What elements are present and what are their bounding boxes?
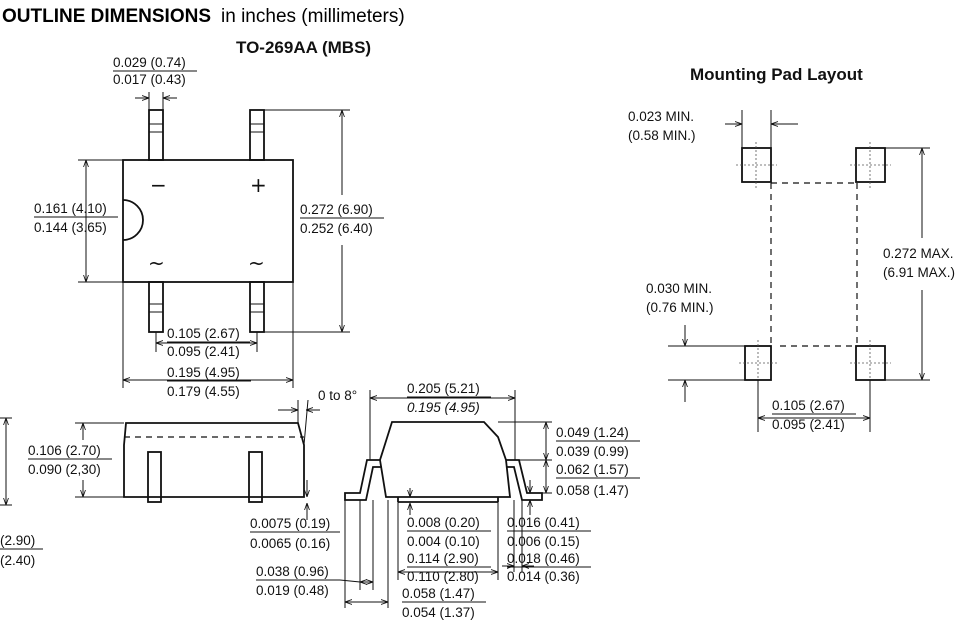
top-height-max-label: 0.049 (1.24) [556, 425, 629, 440]
lead-width-min-label: 0.017 (0.43) [113, 72, 186, 87]
standoff-max-label: 0.008 (0.20) [407, 515, 480, 530]
package-title: TO-269AA (MBS) [236, 38, 371, 57]
lead-bottom-right [249, 281, 265, 333]
foot-min-label: 0.019 (0.48) [256, 583, 329, 598]
overall-height-min-label: 0.252 (6.40) [300, 221, 373, 236]
minus-symbol: − [150, 173, 167, 197]
standoff-min-label: 0.004 (0.10) [407, 534, 480, 549]
top-view: − + ~ ~ 0.029 (0.74) 0.017 (0.43) 0.161 … [34, 55, 384, 399]
end-width-min-label: 0.195 (4.95) [407, 400, 480, 415]
title-text: OUTLINE DIMENSIONS in inches (millimeter… [2, 6, 405, 27]
overall-height-max-label: 0.272 (6.90) [300, 202, 373, 217]
pad-width-line2: (0.58 MIN.) [628, 128, 696, 143]
orientation-notch [122, 199, 144, 241]
pad-height-line2: (0.76 MIN.) [646, 300, 714, 315]
lead-top-left [148, 109, 164, 161]
body-height-min-label: 0.144 (3.65) [34, 220, 107, 235]
toe-min-label: 0.014 (0.36) [507, 569, 580, 584]
left-cut-max-label: (2.90) [0, 533, 35, 548]
base-min-label: 0.054 (1.37) [402, 605, 475, 620]
lead-bottom-left [148, 281, 164, 333]
pad-span-line1: 0.272 MAX. [883, 246, 954, 261]
lead-height-min-label: 0.058 (1.47) [556, 483, 629, 498]
body-width-max-label: 0.195 (4.95) [167, 365, 240, 380]
end-body [379, 421, 512, 498]
pad-span-line2: (6.91 MAX.) [883, 265, 955, 280]
foot-max-label: 0.038 (0.96) [256, 564, 329, 579]
draft-angle-label: 0 to 8° [318, 388, 357, 403]
side-lead-right [248, 451, 263, 503]
thickness-min-label: 0.090 (2,30) [28, 462, 101, 477]
end-lead-thick-min-label: 0.006 (0.15) [507, 534, 580, 549]
lead-height-max-label: 0.062 (1.57) [556, 462, 629, 477]
lead-width-max-label: 0.029 (0.74) [113, 55, 186, 70]
pad-width-line1: 0.023 MIN. [628, 109, 694, 124]
toe-max-label: 0.018 (0.46) [507, 551, 580, 566]
package-body [122, 159, 294, 283]
side-view: 0.106 (2.70) 0.090 (2,30) (2.90) (2.40) … [0, 388, 357, 598]
pad-height-line1: 0.030 MIN. [646, 281, 712, 296]
side-lead-left [147, 451, 162, 503]
lead-top-right [249, 109, 265, 161]
ac-symbol-right: ~ [248, 251, 265, 275]
pad-pitch-max-label: 0.105 (2.67) [772, 398, 845, 413]
base-max-label: 0.058 (1.47) [402, 586, 475, 601]
top-height-min-label: 0.039 (0.99) [556, 444, 629, 459]
end-lead-left [344, 459, 382, 501]
mounting-pad-title: Mounting Pad Layout [690, 65, 863, 84]
side-body [123, 422, 305, 498]
end-lead-right [506, 459, 543, 501]
mounting-pad-layout: 0.023 MIN. (0.58 MIN.) 0.030 MIN. (0.76 … [628, 109, 955, 432]
title-units: in inches (millimeters) [221, 6, 405, 27]
end-view: 0.205 (5.21) 0.195 (4.95) 0.049 (1.24) 0… [339, 381, 640, 620]
title-bold: OUTLINE DIMENSIONS [2, 6, 211, 27]
ac-symbol-left: ~ [148, 251, 165, 275]
span-min-label: 0.110 (2.80) [407, 569, 479, 584]
span-max-label: 0.114 (2.90) [407, 551, 479, 566]
thickness-max-label: 0.106 (2.70) [28, 443, 101, 458]
plus-symbol: + [250, 173, 267, 197]
body-height-max-label: 0.161 (4.10) [34, 201, 107, 216]
end-lead-thick-max-label: 0.016 (0.41) [507, 515, 580, 530]
lead-pitch-max-label: 0.105 (2.67) [167, 326, 240, 341]
lead-pitch-min-label: 0.095 (2.41) [167, 344, 240, 359]
end-width-max-label: 0.205 (5.21) [407, 381, 480, 396]
lead-thickness-min-label: 0.0065 (0.16) [250, 536, 330, 551]
body-width-min-label: 0.179 (4.55) [167, 384, 240, 399]
lead-thickness-max-label: 0.0075 (0.19) [250, 516, 330, 531]
left-cut-min-label: (2.40) [0, 553, 35, 568]
pad-pitch-min-label: 0.095 (2.41) [772, 417, 845, 432]
